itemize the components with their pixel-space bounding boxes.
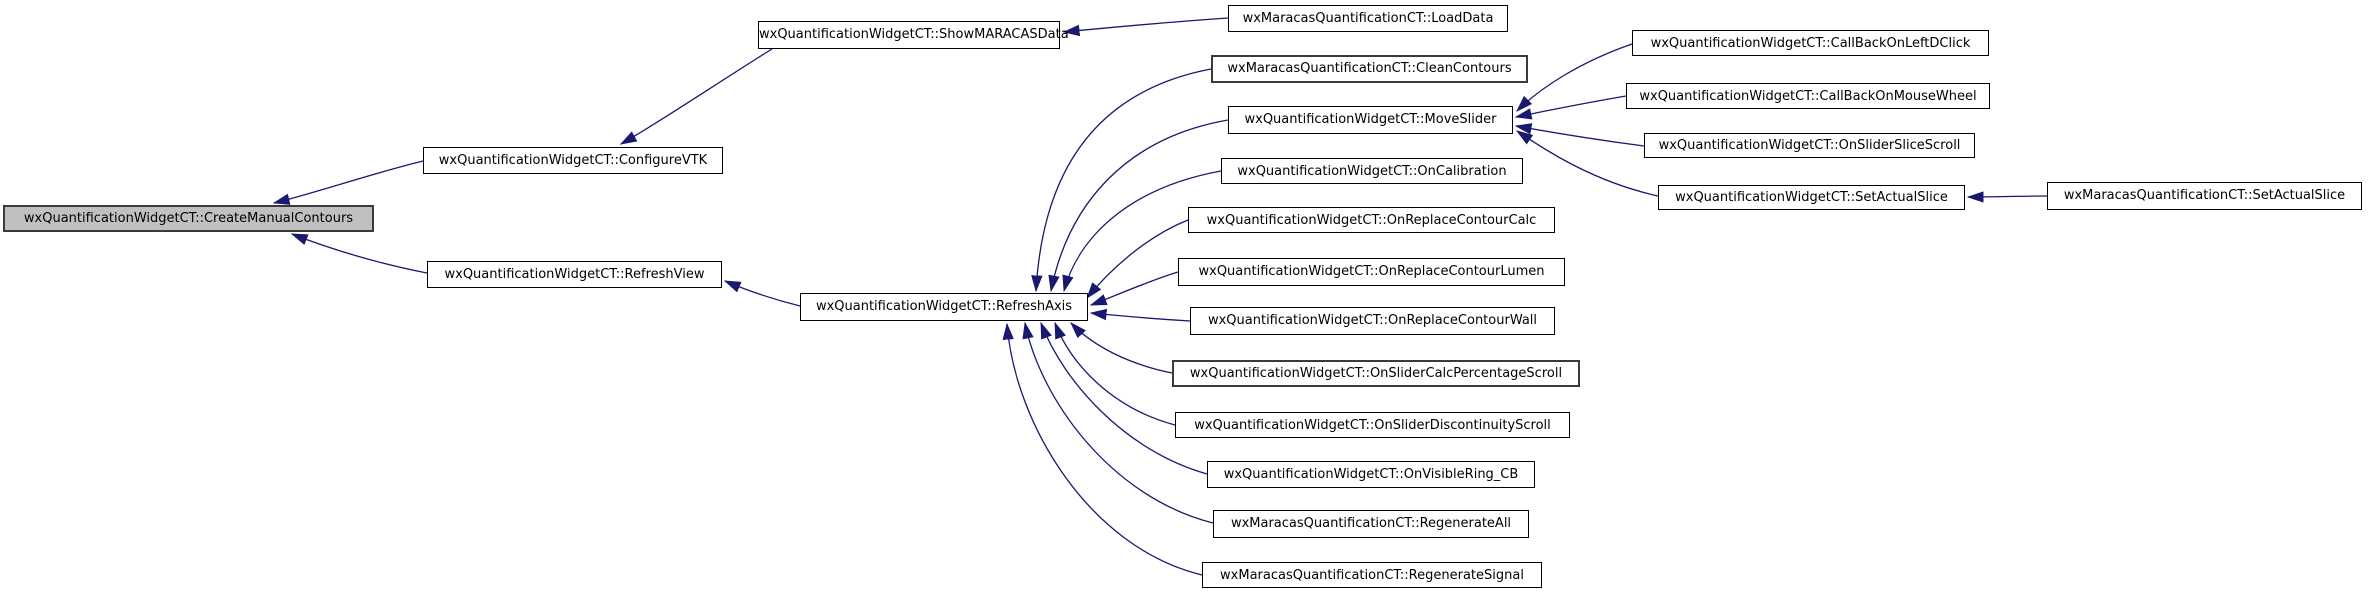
- edge-on-slider-slice-scroll-to-move-slider: [1514, 123, 1645, 147]
- edge-regenerate-all-to-refresh-axis: [1022, 321, 1214, 524]
- node-on-visible-ring-cb[interactable]: wxQuantificationWidgetCT::OnVisibleRing_…: [1207, 461, 1535, 488]
- node-show-maracas-data[interactable]: wxQuantificationWidgetCT::ShowMARACASDat…: [758, 21, 1069, 49]
- node-on-calibration[interactable]: wxQuantificationWidgetCT::OnCalibration: [1221, 158, 1523, 184]
- node-callback-on-mouse-wheel[interactable]: wxQuantificationWidgetCT::CallBackOnMous…: [1626, 83, 1990, 109]
- edge-on-calibration-to-refresh-axis: [1062, 170, 1222, 293]
- edge-callback-on-mouse-wheel-to-move-slider: [1514, 95, 1627, 120]
- node-configure-vtk[interactable]: wxQuantificationWidgetCT::ConfigureVTK: [423, 147, 723, 174]
- node-on-slider-slice-scroll[interactable]: wxQuantificationWidgetCT::OnSliderSliceS…: [1644, 133, 1975, 158]
- edge-set-actual-slice-to-move-slider: [1515, 130, 1659, 197]
- edge-on-replace-contour-calc-to-refresh-axis: [1086, 219, 1189, 300]
- edge-on-slider-discontinuity-scroll-to-refresh-axis: [1054, 321, 1176, 426]
- edge-maracas-set-actual-slice-to-set-actual-slice: [1966, 191, 2048, 203]
- node-set-actual-slice[interactable]: wxQuantificationWidgetCT::SetActualSlice: [1658, 185, 1965, 210]
- edge-regenerate-signal-to-refresh-axis: [1002, 322, 1203, 576]
- node-create-manual-contours[interactable]: wxQuantificationWidgetCT::CreateManualCo…: [3, 205, 374, 232]
- node-regenerate-signal[interactable]: wxMaracasQuantificationCT::RegenerateSig…: [1202, 562, 1542, 588]
- edge-on-replace-contour-lumen-to-refresh-axis: [1089, 271, 1179, 306]
- node-on-replace-contour-calc[interactable]: wxQuantificationWidgetCT::OnReplaceConto…: [1188, 207, 1555, 233]
- node-on-slider-discontinuity-scroll[interactable]: wxQuantificationWidgetCT::OnSliderDiscon…: [1175, 412, 1570, 438]
- node-on-slider-calc-percentage-scroll[interactable]: wxQuantificationWidgetCT::OnSliderCalcPe…: [1172, 360, 1580, 387]
- edge-on-slider-calc-percentage-scroll-to-refresh-axis: [1070, 322, 1173, 374]
- edge-show-maracas-data-to-configure-vtk: [619, 48, 773, 145]
- node-maracas-set-actual-slice[interactable]: wxMaracasQuantificationCT::SetActualSlic…: [2047, 182, 2362, 210]
- edge-refresh-axis-to-refresh-view: [723, 280, 801, 307]
- node-clean-contours[interactable]: wxMaracasQuantificationCT::CleanContours: [1211, 55, 1528, 83]
- node-on-replace-contour-lumen[interactable]: wxQuantificationWidgetCT::OnReplaceConto…: [1178, 258, 1565, 286]
- edge-callback-on-left-dclick-to-move-slider: [1516, 43, 1633, 112]
- node-refresh-view[interactable]: wxQuantificationWidgetCT::RefreshView: [427, 261, 722, 288]
- node-refresh-axis[interactable]: wxQuantificationWidgetCT::RefreshAxis: [800, 293, 1088, 321]
- node-regenerate-all[interactable]: wxMaracasQuantificationCT::RegenerateAll: [1213, 510, 1529, 538]
- edge-on-visible-ring-cb-to-refresh-axis: [1040, 321, 1208, 475]
- edge-configure-vtk-to-create-manual-contours: [272, 160, 424, 205]
- node-callback-on-left-dclick[interactable]: wxQuantificationWidgetCT::CallBackOnLeft…: [1632, 30, 1989, 56]
- edge-load-data-to-show-maracas-data: [1062, 17, 1229, 37]
- node-on-replace-contour-wall[interactable]: wxQuantificationWidgetCT::OnReplaceConto…: [1190, 307, 1555, 335]
- edge-refresh-view-to-create-manual-contours: [290, 233, 428, 274]
- edge-move-slider-to-refresh-axis: [1048, 119, 1229, 293]
- node-load-data[interactable]: wxMaracasQuantificationCT::LoadData: [1228, 5, 1508, 32]
- node-move-slider[interactable]: wxQuantificationWidgetCT::MoveSlider: [1228, 106, 1513, 134]
- edge-clean-contours-to-refresh-axis: [1031, 68, 1212, 293]
- edge-on-replace-contour-wall-to-refresh-axis: [1089, 308, 1191, 322]
